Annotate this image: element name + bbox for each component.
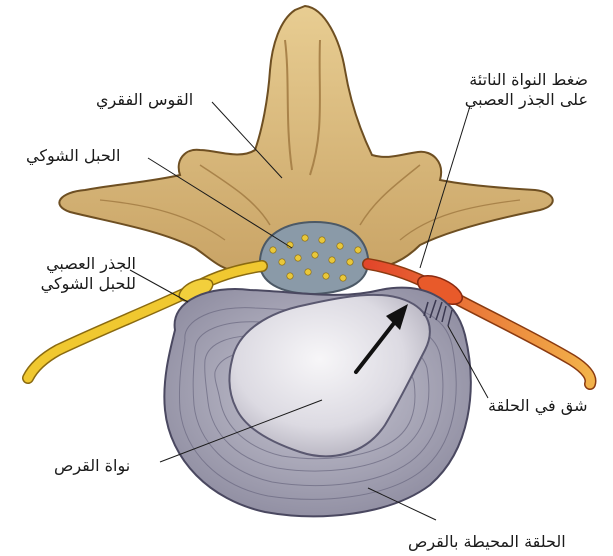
spinal-cord	[260, 222, 368, 294]
label-annulus: الحلقة المحيطة بالقرص	[408, 532, 566, 552]
label-nerve-root-line1: الجذر العصبي	[8, 254, 136, 274]
label-nerve-root: الجذر العصبي للحبل الشوكي	[8, 254, 136, 294]
label-nerve-root-line2: للحبل الشوكي	[8, 274, 136, 294]
label-nucleus: نواة القرص	[54, 456, 130, 476]
label-compression-line2: على الجذر العصبي	[420, 90, 588, 110]
label-spinal-cord: الحبل الشوكي	[26, 146, 121, 166]
label-compression-line1: ضغط النواة الناتئة	[420, 70, 588, 90]
label-compression: ضغط النواة الناتئة على الجذر العصبي	[420, 70, 588, 110]
label-annulus-tear: شق في الحلقة	[488, 396, 588, 416]
label-vertebral-arch: القوس الفقري	[96, 90, 193, 110]
